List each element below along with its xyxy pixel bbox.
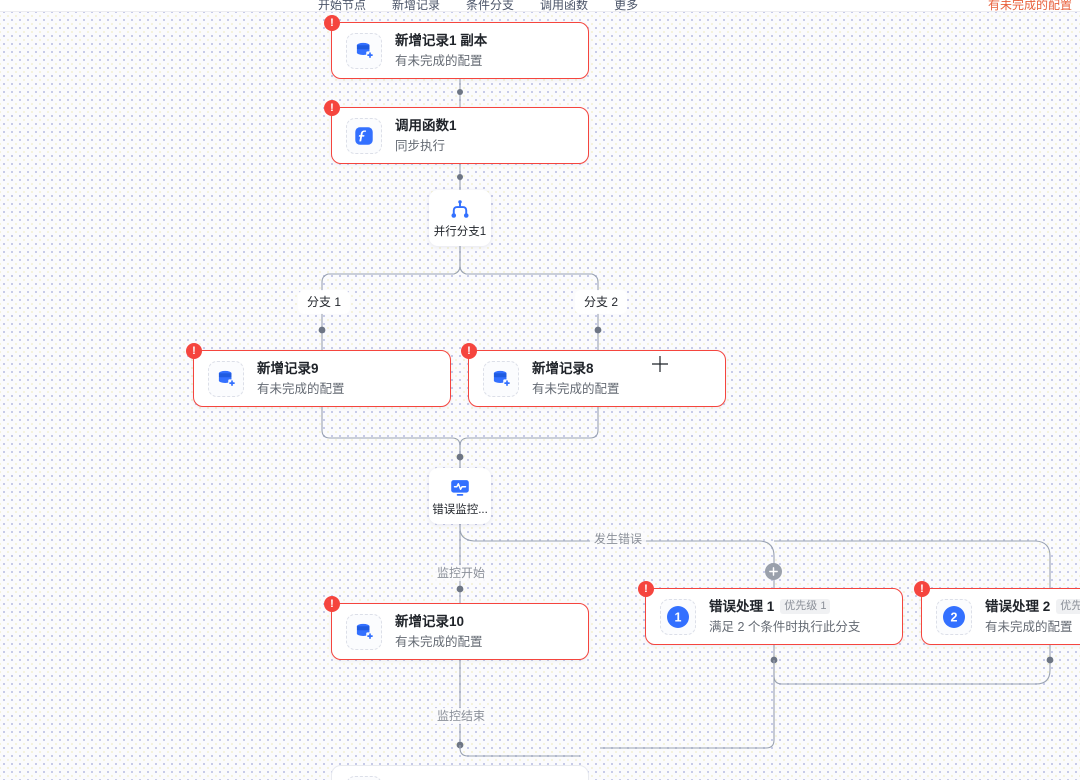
branch-label-2: 分支 2 bbox=[576, 291, 627, 313]
top-toolbar[interactable]: 开始节点 新增记录 条件分支 调用函数 更多 有未完成的配置 bbox=[0, 0, 1080, 12]
node-error-handle-1[interactable]: ! 1 错误处理 1 优先级 1 满足 2 个条件时执行此分支 bbox=[638, 581, 903, 645]
edge-label-monitor-start: 监控开始 bbox=[433, 565, 490, 581]
error-badge-icon: ! bbox=[914, 581, 930, 597]
node-title: 新增记录10 bbox=[395, 613, 465, 629]
node-subtitle: 有未完成的配置 bbox=[532, 381, 620, 396]
edge-error-handle-1-merge bbox=[773, 645, 1051, 685]
edge-junction-dot bbox=[456, 453, 464, 461]
node-title: 新增记录8 bbox=[532, 360, 594, 376]
edge-label-monitor-end: 监控结束 bbox=[433, 708, 490, 724]
edge-error-handle-1-to-bottom bbox=[600, 660, 775, 749]
plus-icon bbox=[769, 567, 778, 576]
node-text: 错误处理 1 优先级 1 满足 2 个条件时执行此分支 bbox=[709, 598, 860, 636]
node-add-record-8[interactable]: ! 新增记录8 有未完成的配置 bbox=[461, 343, 726, 407]
edge-junction-dot bbox=[594, 326, 602, 334]
edge-monitor-to-error-handle-2 bbox=[774, 540, 1051, 588]
node-text: 错误处理 2 优先级 2 有未完成的配置 bbox=[985, 598, 1080, 636]
node-text: 新增记录1 副本 有未完成的配置 bbox=[395, 32, 487, 70]
node-label: 错误监控... bbox=[432, 504, 488, 516]
database-add-icon bbox=[346, 32, 382, 69]
edge-junction-dot bbox=[770, 656, 778, 664]
node-add-record-9[interactable]: ! 新增记录9 有未完成的配置 bbox=[186, 343, 451, 407]
edge-branch1-to-monitor bbox=[321, 407, 461, 468]
edge-label-error-occurred: 发生错误 bbox=[590, 531, 647, 547]
database-add-icon bbox=[208, 360, 244, 397]
node-title: 新增记录1 副本 bbox=[395, 32, 488, 48]
node-title: 调用函数1 bbox=[395, 117, 457, 133]
toolbar-item-call-function[interactable]: 调用函数 bbox=[540, 0, 589, 11]
toolbar-item-add-record[interactable]: 新增记录 bbox=[392, 0, 441, 11]
priority-badge: 优先级 2 bbox=[1056, 599, 1080, 614]
node-list-record-bottom[interactable]: 列表记录1 副本000 bbox=[331, 765, 589, 780]
number-badge-2-icon: 2 bbox=[936, 598, 972, 635]
toolbar-item-start-node[interactable]: 开始节点 bbox=[318, 0, 367, 11]
edge-junction-dot bbox=[456, 585, 464, 593]
toolbar-items: 开始节点 新增记录 条件分支 调用函数 更多 bbox=[318, 0, 638, 11]
node-text: 新增记录10 有未完成的配置 bbox=[395, 613, 483, 651]
number-badge-1-icon: 1 bbox=[660, 598, 696, 635]
edge-junction-dot bbox=[457, 89, 463, 95]
branch-label-1: 分支 1 bbox=[299, 291, 350, 313]
edge-branch2-to-monitor bbox=[459, 407, 599, 468]
node-add-record-1-copy[interactable]: ! 新增记录1 副本 有未完成的配置 bbox=[324, 15, 589, 79]
edge-junction-dot bbox=[318, 326, 326, 334]
node-title-text: 错误处理 1 bbox=[709, 598, 775, 614]
node-add-record-10[interactable]: ! 新增记录10 有未完成的配置 bbox=[324, 596, 589, 660]
node-subtitle: 有未完成的配置 bbox=[395, 634, 483, 649]
node-subtitle: 有未完成的配置 bbox=[395, 53, 483, 68]
svg-text:1: 1 bbox=[675, 610, 682, 624]
error-badge-icon: ! bbox=[324, 15, 340, 31]
toolbar-item-more[interactable]: 更多 bbox=[614, 0, 639, 11]
error-badge-icon: ! bbox=[638, 581, 654, 597]
edge-junction-dot bbox=[457, 174, 463, 180]
node-error-handle-2[interactable]: ! 2 错误处理 2 优先级 2 有未完成的配置 bbox=[914, 581, 1080, 645]
node-title: 错误处理 2 优先级 2 bbox=[985, 598, 1080, 616]
node-subtitle: 有未完成的配置 bbox=[985, 619, 1073, 634]
node-title: 错误处理 1 优先级 1 bbox=[709, 598, 860, 616]
database-add-icon bbox=[346, 613, 382, 650]
node-label: 并行分支1 bbox=[433, 226, 487, 238]
edge-junction-dot bbox=[1046, 656, 1054, 664]
node-subtitle: 满足 2 个条件时执行此分支 bbox=[709, 619, 861, 634]
node-text: 调用函数1 同步执行 bbox=[395, 117, 457, 155]
error-badge-icon: ! bbox=[461, 343, 477, 359]
function-icon bbox=[346, 117, 382, 154]
node-text: 新增记录8 有未完成的配置 bbox=[532, 360, 620, 398]
node-call-function-1[interactable]: ! 调用函数1 同步执行 bbox=[324, 100, 589, 164]
parallel-branch-icon bbox=[451, 200, 469, 218]
error-badge-icon: ! bbox=[324, 596, 340, 612]
edge-record10-branch-right bbox=[459, 745, 580, 757]
node-error-monitor[interactable]: 错误监控... bbox=[429, 468, 491, 524]
svg-text:2: 2 bbox=[951, 610, 958, 624]
add-node-button[interactable] bbox=[765, 563, 782, 580]
node-text: 新增记录9 有未完成的配置 bbox=[257, 360, 345, 398]
error-badge-icon: ! bbox=[186, 343, 202, 359]
database-add-icon bbox=[483, 360, 519, 397]
toolbar-status-text: 有未完成的配置 bbox=[987, 0, 1072, 11]
monitor-icon bbox=[451, 480, 469, 496]
error-badge-icon: ! bbox=[324, 100, 340, 116]
node-subtitle: 同步执行 bbox=[395, 138, 446, 153]
node-subtitle: 有未完成的配置 bbox=[257, 381, 345, 396]
toolbar-item-condition-branch[interactable]: 条件分支 bbox=[466, 0, 515, 11]
node-parallel-branch-1[interactable]: 并行分支1 bbox=[429, 190, 491, 246]
priority-badge: 优先级 1 bbox=[780, 599, 831, 614]
database-list-icon bbox=[346, 775, 382, 780]
node-title-text: 错误处理 2 bbox=[985, 598, 1051, 614]
node-title: 新增记录9 bbox=[257, 360, 319, 376]
edge-junction-dot bbox=[456, 741, 464, 749]
